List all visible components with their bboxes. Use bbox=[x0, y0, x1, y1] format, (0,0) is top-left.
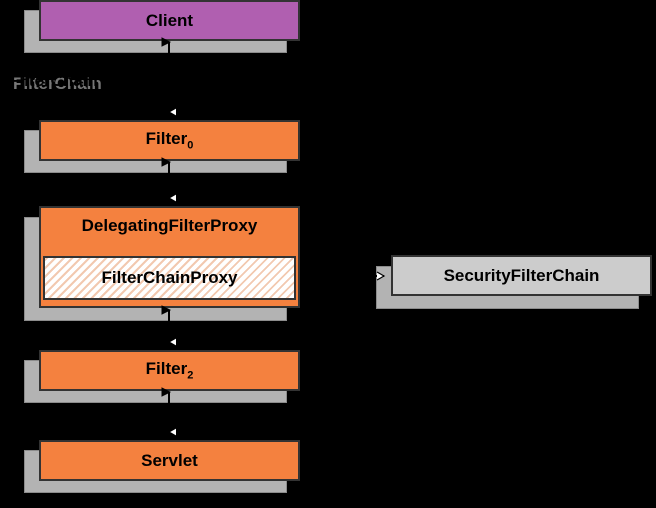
client-box[interactable]: Client bbox=[39, 0, 300, 41]
security-filter-chain-box[interactable]: SecurityFilterChain bbox=[391, 255, 652, 296]
filter2-subscript: 2 bbox=[187, 369, 194, 382]
delegating-filter-proxy-label: DelegatingFilterProxy bbox=[81, 216, 258, 235]
filter-chain-proxy-label: FilterChainProxy bbox=[101, 268, 238, 287]
client-label: Client bbox=[145, 10, 194, 30]
servlet-box[interactable]: Servlet bbox=[39, 440, 300, 481]
filter0-label: Filter0 bbox=[145, 129, 194, 152]
filter-chain-proxy-box[interactable]: FilterChainProxy bbox=[43, 256, 296, 300]
filter2-label: Filter2 bbox=[145, 359, 194, 382]
servlet-label: Servlet bbox=[141, 450, 198, 470]
filter-chain-title-shadow: FilterChain bbox=[13, 74, 102, 93]
filter0-box[interactable]: Filter0 bbox=[39, 120, 300, 161]
filter0-subscript: 0 bbox=[187, 139, 194, 152]
security-filter-chain-label: SecurityFilterChain bbox=[443, 265, 600, 285]
filter2-box[interactable]: Filter2 bbox=[39, 350, 300, 391]
filter-chain-title: FilterChain bbox=[9, 71, 98, 90]
